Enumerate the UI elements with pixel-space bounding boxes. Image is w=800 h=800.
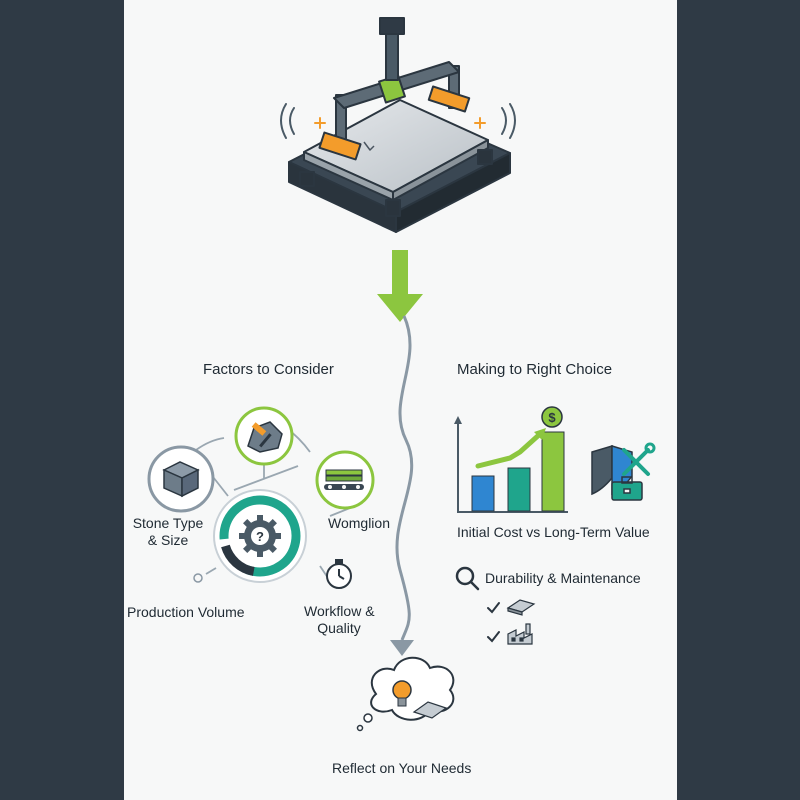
stone-cutting-machine-icon xyxy=(288,17,511,233)
production-volume-label: Production Volume xyxy=(127,604,245,620)
magnifier-icon xyxy=(455,566,480,591)
flow-arrowhead-icon xyxy=(390,640,414,656)
stopwatch-icon xyxy=(326,559,352,589)
conveyor-slabs-icon xyxy=(315,450,375,510)
infographic-canvas: ? $ xyxy=(147,17,656,732)
womglion-label: Womglion xyxy=(328,515,390,531)
dollar-coin-icon: $ xyxy=(541,406,563,428)
checkmark-icon xyxy=(487,602,500,643)
workflow-label-line1: Workflow & xyxy=(304,603,375,619)
stone-type-icon xyxy=(147,445,215,513)
lightbulb-thought-icon xyxy=(356,656,455,732)
bar-growth-chart-icon xyxy=(454,416,568,513)
workflow-quality-label: Workflow & Quality xyxy=(304,603,375,637)
flow-connector-line xyxy=(395,315,414,641)
factory-icon xyxy=(507,623,533,645)
sparkle-icon xyxy=(314,117,486,129)
down-arrow-icon xyxy=(377,250,423,322)
slab-icon xyxy=(506,599,536,616)
cost-value-label: Initial Cost vs Long-Term Value xyxy=(457,524,650,540)
reflect-label: Reflect on Your Needs xyxy=(332,760,472,776)
stone-type-label-line1: Stone Type xyxy=(132,515,204,531)
svg-text:$: $ xyxy=(548,410,556,425)
infographic-panel: ? $ xyxy=(124,0,677,800)
factors-heading: Factors to Consider xyxy=(203,361,334,378)
rock-hammer-icon xyxy=(234,406,294,466)
vibration-marks xyxy=(280,103,516,139)
stone-type-label-line2: & Size xyxy=(147,532,189,548)
workflow-label-line2: Quality xyxy=(317,620,361,636)
durability-label: Durability & Maintenance xyxy=(485,570,641,586)
stone-type-label: Stone Type & Size xyxy=(130,515,206,549)
choice-heading: Making to Right Choice xyxy=(457,361,613,378)
production-volume-dot xyxy=(193,573,203,583)
gear-question-icon: ? xyxy=(213,489,307,583)
toolbox-icon xyxy=(611,476,643,501)
wrench-screwdriver-icon xyxy=(622,442,656,476)
svg-text:?: ? xyxy=(256,529,264,544)
